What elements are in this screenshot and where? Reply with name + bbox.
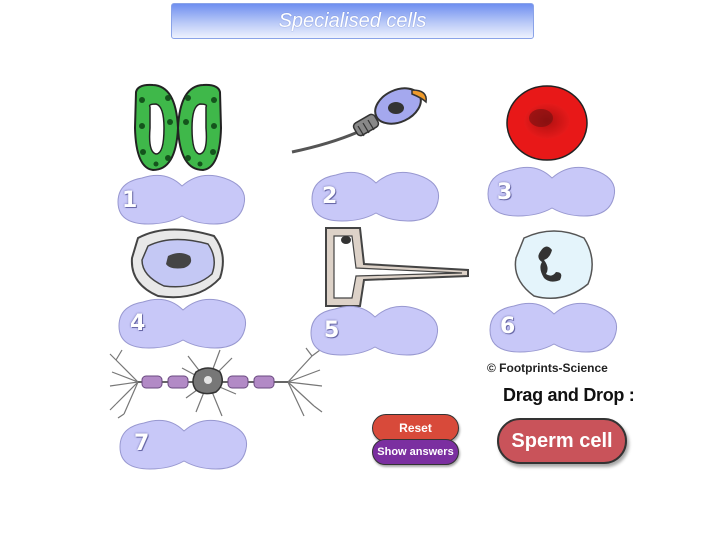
- drop-zone-7[interactable]: [114, 417, 254, 475]
- draggable-label-sperm-cell[interactable]: Sperm cell: [497, 418, 627, 464]
- drop-zone-number: 7: [134, 431, 150, 456]
- reset-button[interactable]: Reset: [372, 414, 459, 442]
- drop-zone-1[interactable]: [112, 172, 252, 230]
- drop-zone-number: 2: [322, 184, 338, 209]
- white-blood-cell-icon: [514, 230, 593, 299]
- title-bar: Specialised cells: [171, 3, 534, 39]
- guard-cells-icon: [133, 83, 223, 172]
- drop-zone-number: 1: [122, 188, 138, 213]
- drop-zone-6[interactable]: [484, 300, 624, 358]
- drop-zone-5[interactable]: [305, 303, 445, 361]
- show-answers-button[interactable]: Show answers: [372, 439, 459, 465]
- sperm-cell-icon: [291, 87, 427, 154]
- drop-zone-number: 5: [324, 318, 340, 343]
- drop-zone-number: 4: [130, 311, 146, 336]
- red-blood-cell-icon: [506, 85, 588, 161]
- ovum-icon: [130, 228, 224, 299]
- copyright-text: © Footprints-Science: [487, 361, 608, 375]
- drop-zone-3[interactable]: [482, 164, 622, 222]
- root-hair-cell-icon: [325, 227, 469, 307]
- drop-zone-number: 3: [497, 180, 513, 205]
- nerve-cell-icon: [109, 347, 323, 419]
- drop-zone-4[interactable]: [113, 296, 253, 354]
- drag-drop-title: Drag and Drop :: [503, 385, 635, 405]
- drop-zone-2[interactable]: [306, 169, 446, 227]
- drop-zone-number: 6: [500, 314, 516, 339]
- page-title: Specialised cells: [278, 9, 427, 32]
